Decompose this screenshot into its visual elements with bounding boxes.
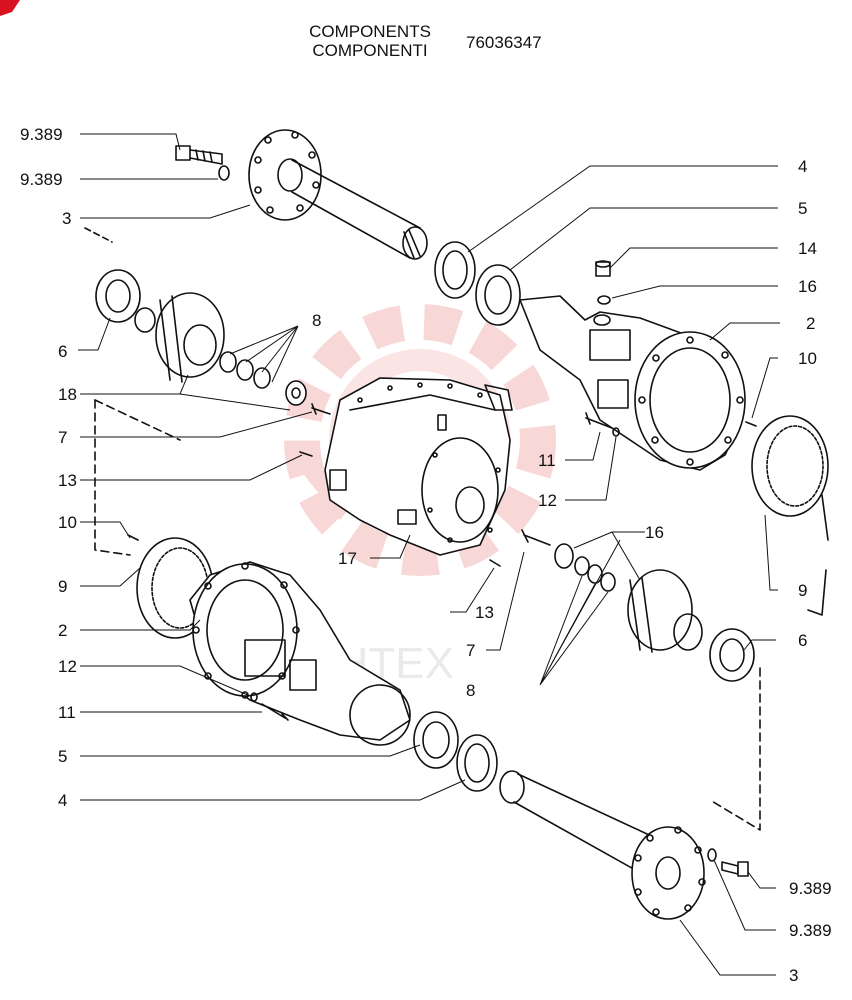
- corner-mark: [0, 0, 20, 16]
- callout-11-right: 11: [538, 451, 556, 470]
- washer-bottom: [707, 848, 717, 862]
- bearing-5-bottom: [413, 711, 459, 769]
- title-line-en: COMPONENTS: [309, 22, 431, 41]
- bolt-7-left: [311, 403, 331, 415]
- leader-lines: [78, 133, 780, 976]
- title-line-it: COMPONENTI: [312, 41, 428, 60]
- seal-6-left: [95, 269, 141, 323]
- assembly-line-f: [807, 569, 827, 616]
- seal-4-bottom: [456, 734, 498, 792]
- callout-9389-b: 9.389: [20, 170, 63, 189]
- washers-8-right: [574, 556, 616, 592]
- bolt-bottom: [721, 861, 749, 877]
- assembly-line-e: [821, 494, 829, 541]
- axle-shaft-top: [248, 129, 428, 260]
- pin-10-left: [127, 534, 139, 541]
- part-number: 76036347: [466, 33, 542, 52]
- callout-8-bottom: 8: [466, 681, 475, 700]
- callout-18: 18: [58, 385, 77, 404]
- callout-5-left: 5: [58, 747, 67, 766]
- bolt-7-mid: [521, 529, 551, 546]
- callout-9389-c: 9.389: [789, 879, 832, 898]
- washer-12-right: [612, 427, 620, 437]
- callout-16-top: 16: [798, 277, 817, 296]
- callout-9-left: 9: [58, 577, 67, 596]
- drawing-parts: [84, 129, 829, 920]
- callout-6-right: 6: [798, 631, 807, 650]
- washers-8-left: [219, 351, 307, 406]
- callout-8-top: 8: [312, 311, 321, 330]
- assembly-line-a: [84, 227, 113, 243]
- housing-left: [189, 561, 411, 746]
- pin-13-left: [299, 451, 313, 457]
- callout-17: 17: [338, 549, 357, 568]
- title-components: COMPONENTS COMPONENTI: [290, 22, 450, 60]
- assembly-line-b: [94, 399, 131, 556]
- bolt-11-right: [585, 412, 613, 429]
- ring-gear-right: [751, 415, 829, 517]
- callout-4-left: 4: [58, 791, 67, 810]
- seal-4-top: [434, 241, 476, 299]
- axle-shaft-bottom: [499, 770, 706, 920]
- callout-9-right: 9: [798, 581, 807, 600]
- callout-5-right: 5: [798, 199, 807, 218]
- center-housing: [324, 377, 513, 556]
- planet-carrier-left: [134, 292, 225, 383]
- callout-13-left: 13: [58, 471, 77, 490]
- callout-14: 14: [798, 239, 817, 258]
- callout-13-mid: 13: [475, 603, 494, 622]
- assembly-line-c: [94, 399, 181, 441]
- seal-6-right: [709, 628, 755, 682]
- callout-2-left: 2: [58, 621, 67, 640]
- callout-6-left: 6: [58, 342, 67, 361]
- callout-3-top: 3: [62, 209, 71, 228]
- callout-16-mid: 16: [645, 523, 664, 542]
- bolt-11-left: [261, 703, 289, 721]
- callout-2-right: 2: [806, 314, 815, 333]
- assembly-line-d: [709, 667, 761, 831]
- callout-10-right: 10: [798, 349, 817, 368]
- callout-4-right: 4: [798, 157, 807, 176]
- callout-12-left: 12: [58, 657, 77, 676]
- callout-12-right: 12: [538, 491, 557, 510]
- callout-7-mid: 7: [466, 641, 475, 660]
- callout-10-left: 10: [58, 513, 77, 532]
- housing-right: [519, 295, 746, 471]
- washer-top: [218, 165, 230, 181]
- callout-9389-a: 9.389: [20, 125, 63, 144]
- callout-9389-d: 9.389: [789, 921, 832, 940]
- washer-12-left: [250, 692, 258, 702]
- callout-11-left: 11: [58, 703, 76, 722]
- callout-7-left: 7: [58, 428, 67, 447]
- pin-10-right: [745, 421, 757, 427]
- washer-16-top: [597, 295, 611, 305]
- callout-3-bottom: 3: [789, 966, 798, 985]
- plug-14: [595, 260, 611, 277]
- callout-labels: 9.389 9.389 3 6 18 7 13 10 9 2 12 11 5 4…: [20, 125, 832, 985]
- planet-carrier-right: [627, 569, 703, 653]
- washer-16-mid: [554, 543, 574, 569]
- pin-13-mid: [489, 559, 501, 567]
- bearing-5-top: [475, 264, 521, 326]
- bolt-top: [175, 145, 223, 165]
